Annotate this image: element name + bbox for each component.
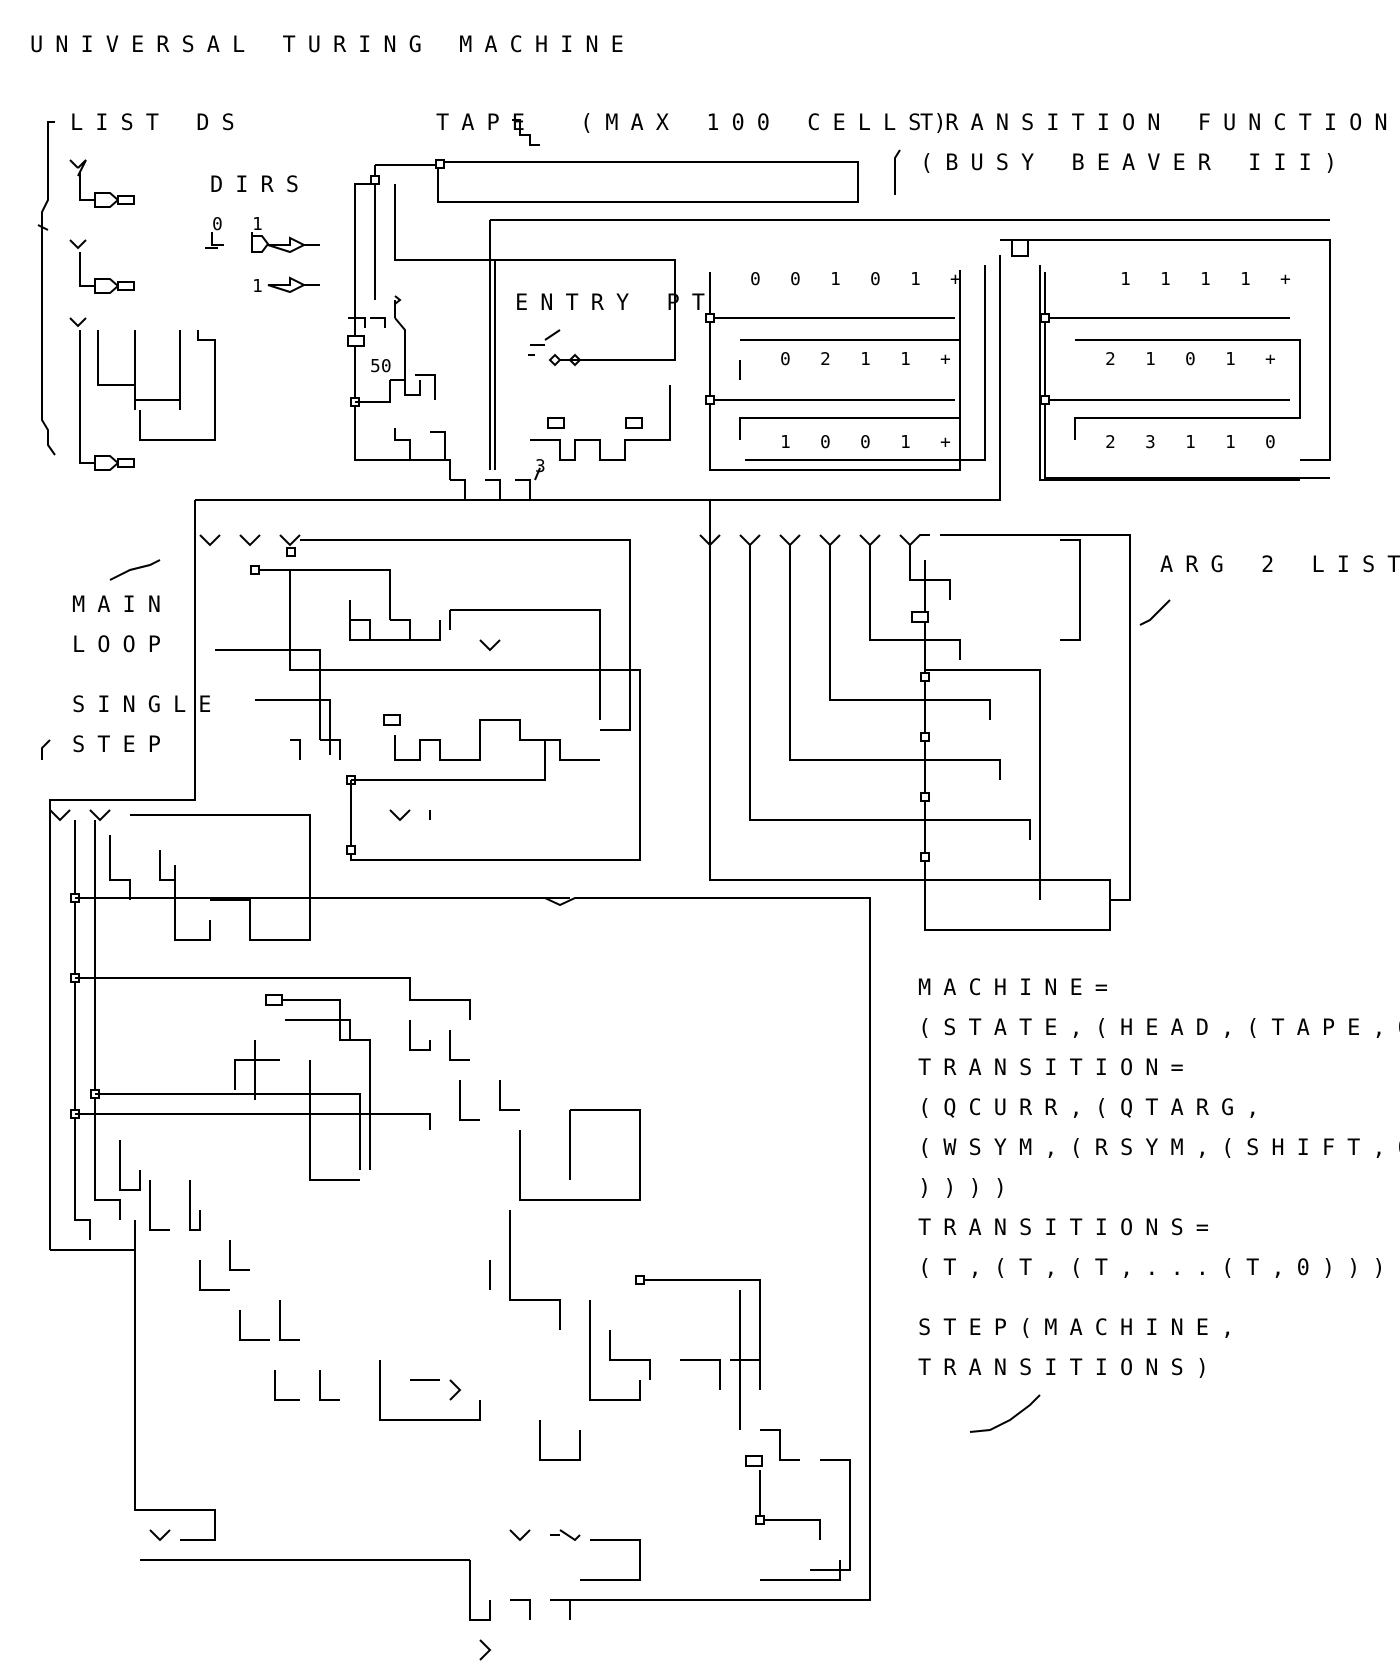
transition-digit: 2 bbox=[1105, 349, 1116, 370]
transition-digit: 1 bbox=[1225, 432, 1236, 453]
transition-digit: 1 bbox=[910, 269, 921, 290]
annotations bbox=[41, 149, 1171, 1433]
main-loop-network bbox=[49, 499, 1000, 1250]
transition-digit: 1 bbox=[860, 349, 871, 370]
transition-digit: 3 bbox=[1145, 432, 1156, 453]
transition-digit: + bbox=[1265, 349, 1276, 370]
note-line: TRANSITION= bbox=[918, 1056, 1196, 1081]
transition-digit: 0 bbox=[820, 432, 831, 453]
transition-digit: + bbox=[1280, 269, 1291, 290]
transition-digit: 1 bbox=[780, 432, 791, 453]
label-busy-beaver: (BUSY BEAVER III) bbox=[920, 151, 1349, 176]
dir-left-digit: 0 bbox=[212, 214, 223, 235]
page-title: UNIVERSAL TURING MACHINE bbox=[30, 33, 636, 58]
transition-digit: + bbox=[940, 349, 951, 370]
tape-memory bbox=[354, 119, 859, 470]
transition-digit: 2 bbox=[1105, 432, 1116, 453]
transition-digit: 1 bbox=[900, 349, 911, 370]
transition-table bbox=[489, 219, 1331, 520]
label-arg2-list: ARG 2 LIST bbox=[1160, 553, 1400, 578]
dir-right-digit-2: 1 bbox=[252, 276, 263, 297]
list-ds-block bbox=[37, 121, 216, 471]
transition-digit: 0 bbox=[870, 269, 881, 290]
transition-digit: 1 bbox=[1200, 269, 1211, 290]
transition-digit: 1 bbox=[1225, 349, 1236, 370]
transition-digit: 0 bbox=[780, 349, 791, 370]
entry-network bbox=[347, 295, 671, 500]
const-3: 3 bbox=[535, 456, 546, 477]
label-entry-pt: ENTRY PT bbox=[515, 291, 717, 316]
transition-digit: 0 bbox=[1185, 349, 1196, 370]
transition-digit: 0 bbox=[790, 269, 801, 290]
label-dirs: DIRS bbox=[210, 173, 311, 198]
label-main: MAIN bbox=[72, 593, 173, 618]
note-line: (QCURR,(QTARG, bbox=[918, 1096, 1271, 1121]
dirs-block bbox=[205, 232, 320, 294]
note-line: TRANSITIONS= bbox=[918, 1216, 1221, 1241]
single-step-network bbox=[49, 809, 871, 1661]
transition-digit: 1 bbox=[900, 432, 911, 453]
label-list-ds: LIST DS bbox=[70, 111, 247, 136]
note-line: (STATE,(HEAD,(TAPE,0)) bbox=[918, 1016, 1400, 1041]
note-line: )))) bbox=[918, 1176, 1019, 1201]
notes-block: MACHINE= (STATE,(HEAD,(TAPE,0)) TRANSITI… bbox=[918, 976, 1400, 1381]
transition-digit: + bbox=[950, 269, 961, 290]
note-line: (T,(T,(T,...(T,0)))) bbox=[918, 1256, 1400, 1281]
transition-digit: 1 bbox=[1240, 269, 1251, 290]
transition-digit: + bbox=[940, 432, 951, 453]
note-line: TRANSITIONS) bbox=[918, 1356, 1221, 1381]
transition-digit: 1 bbox=[1185, 432, 1196, 453]
note-line: (WSYM,(RSYM,(SHIFT,0) bbox=[918, 1136, 1400, 1161]
transition-digit: 0 bbox=[750, 269, 761, 290]
const-50: 50 bbox=[370, 356, 392, 377]
label-max-cells: (MAX 100 CELLS) bbox=[580, 111, 959, 136]
transition-digit: 1 bbox=[1160, 269, 1171, 290]
note-line: STEP(MACHINE, bbox=[918, 1316, 1246, 1341]
transition-digit: 1 bbox=[1120, 269, 1131, 290]
dir-right-digit: 1 bbox=[252, 214, 263, 235]
transition-digit: 1 bbox=[830, 269, 841, 290]
transition-digit: 1 bbox=[1145, 349, 1156, 370]
note-line: MACHINE= bbox=[918, 976, 1120, 1001]
transition-digit: 0 bbox=[860, 432, 871, 453]
arg2-list-network bbox=[699, 520, 1131, 931]
label-single: SINGLE bbox=[72, 693, 223, 718]
label-loop: LOOP bbox=[72, 633, 173, 658]
label-tape: TAPE bbox=[436, 111, 537, 136]
transition-digit: 0 bbox=[1265, 432, 1276, 453]
transition-digit: 2 bbox=[820, 349, 831, 370]
label-transition-functions: TRANSITION FUNCTIONS bbox=[920, 111, 1400, 136]
label-step: STEP bbox=[72, 733, 173, 758]
